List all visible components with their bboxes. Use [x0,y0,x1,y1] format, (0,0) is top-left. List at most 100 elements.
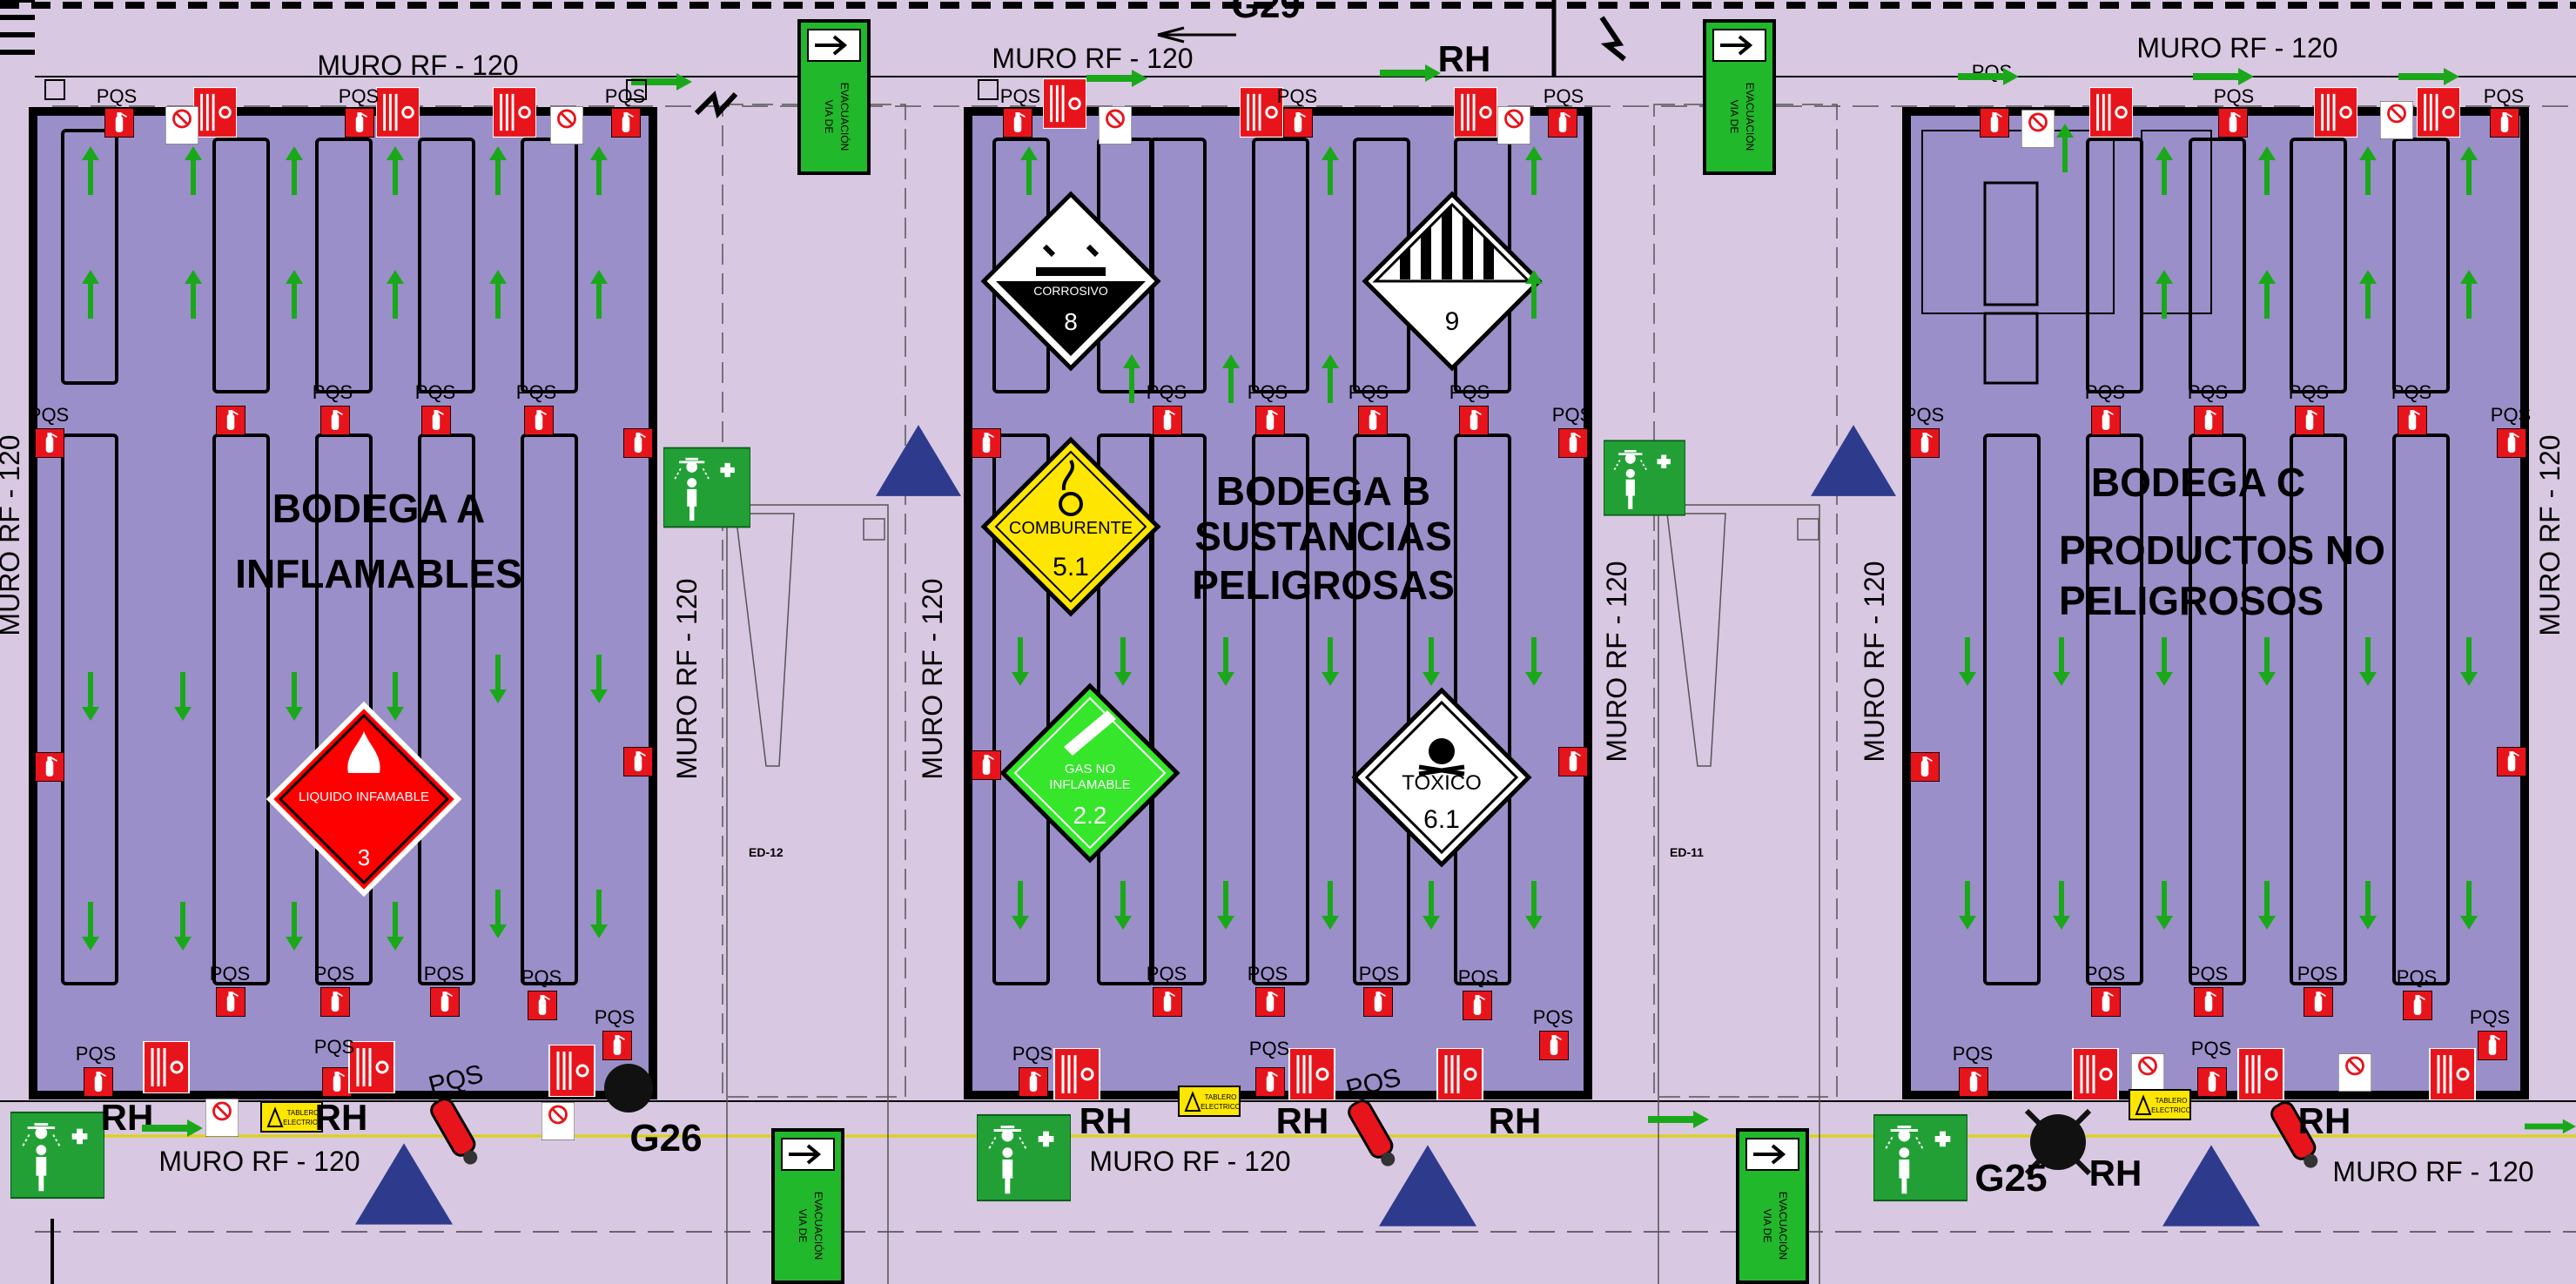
label-ed11: ED-11 [1670,845,1704,859]
no-smoking-icon [541,1102,575,1140]
electrical-panel-3: TABLERO ELECTRICO [2129,1089,2191,1120]
wall-label: MURO RF - 120 [0,434,25,635]
warning-icon [266,1106,284,1127]
label-pqs: PQS [2289,381,2329,403]
fire-hose-icon [1454,87,1497,138]
label-pqs: PQS [1349,381,1389,403]
label-pqs: PQS [1000,85,1040,107]
dock-outlines [726,504,1820,1284]
warehouse-c-title-line-1: BODEGA C [2091,460,2305,505]
warehouse-a [29,107,657,1099]
fire-extinguisher-icon [1153,987,1182,1017]
fire-extinguisher-icon [528,991,557,1020]
fire-hose-icon [2429,1048,2476,1100]
exit-sign-bottom-1: VIA DE EVACUACIÓN [771,1128,844,1284]
fire-extinguisher-icon [345,108,374,138]
hazard-number-toxico: 6.1 [1423,805,1460,834]
label-rh: RH [315,1097,368,1138]
emergency-shower-icon [10,1113,104,1198]
break-line-icon [1599,16,1626,62]
skull-icon [1429,738,1455,764]
label-rh: RH [1079,1100,1133,1141]
fire-extinguisher-icon [2304,987,2333,1017]
warehouse-b-title-line-2: SUSTANCIAS [1194,514,1452,559]
fire-extinguisher-icon [216,987,245,1017]
label-pqs: PQS [1147,381,1187,403]
test-tube-icon [1042,244,1100,258]
fire-hose-icon [1043,78,1086,129]
fire-hose-icon [2089,87,2133,138]
label-pqs: PQS [2188,381,2228,403]
exit-sign-text-1: VIA DE [797,1209,809,1243]
north-arrow-icon [1157,26,1236,44]
no-smoking-icon [550,106,583,145]
emergency-shower-icon [1873,1115,1967,1200]
label-pqs: PQS [2391,381,2431,403]
oxidizer-icon [1059,492,1083,516]
label-g26: G26 [629,1117,702,1160]
label-pqs: PQS [210,963,250,985]
panel-label-1: TABLERO [2156,1097,2188,1105]
fire-extinguisher-icon [1003,108,1032,138]
label-rh: RH [1489,1100,1542,1141]
emergency-shower-icon [977,1115,1071,1200]
label-rh: RH [1276,1100,1329,1141]
fire-extinguisher-icon [2218,108,2248,138]
wall-label: MURO RF - 120 [2136,32,2337,64]
panel-label-2: ELECTRICO [1201,1103,1241,1111]
wall-label: MURO RF - 120 [671,578,703,779]
fire-extinguisher-icon [104,108,134,138]
hazard-label-toxico: TOXICO [1402,771,1482,795]
exit-sign-top-1: VIA DE EVACUACIÓN [797,19,871,175]
exit-sign-text-2: EVACUACIÓN [812,1192,825,1260]
triangle-marker-icon [1811,425,1896,496]
label-pqs: PQS [1552,404,1592,426]
flame-icon [347,731,380,773]
fire-extinguisher-icon [1539,1031,1569,1060]
label-pqs: PQS [1533,1006,1573,1028]
label-pqs: PQS [1147,963,1187,985]
no-smoking-icon [205,1099,239,1137]
fire-extinguisher-icon [421,406,451,435]
fire-extinguisher-icon [623,428,653,458]
rh-labels: RH RH RH RH RH RH RH RH [101,38,2351,1193]
fire-extinguisher-icon [1980,108,2009,138]
hazard-label-comburente: COMBURENTE [1009,519,1133,538]
label-pqs: PQS [1249,1038,1289,1059]
fire-extinguisher-icon [84,1067,113,1097]
fire-extinguisher-icon [1255,1067,1285,1097]
fire-extinguisher-icon [2091,406,2121,435]
wall-label: MURO RF - 120 [1089,1146,1290,1177]
wall-label: MURO RF - 120 [1601,561,1632,762]
label-pqs: PQS [1248,381,1288,403]
label-pqs: PQS [1449,381,1490,403]
fire-extinguisher-icon [2194,987,2223,1017]
fire-extinguisher-icon [972,428,1001,458]
fire-extinguisher-icon [1910,752,1940,782]
arrow-right-icon [789,1144,822,1165]
arrow-right-icon [2398,68,2459,85]
no-smoking-icon [1099,106,1132,145]
label-pqs: PQS [76,1043,116,1065]
label-rh: RH [1438,38,1491,79]
fire-extinguisher-icon [2497,747,2526,776]
fire-extinguisher-icon [2091,987,2121,1017]
no-smoking-icon [1497,106,1530,145]
fire-extinguisher-icon [611,108,641,138]
fire-extinguisher-icon [1363,987,1393,1017]
warehouse-b-title-line-3: PELIGROSAS [1192,562,1455,608]
warehouse-a-title-line-1: BODEGA A [272,486,486,531]
label-pqs: PQS [1953,1043,1993,1065]
electrical-panel-1: TABLERO ELECTRICO [260,1101,323,1133]
fire-extinguisher-icon [35,428,64,458]
label-pqs: PQS [595,1006,635,1028]
exit-sign-text-2: EVACUACIÓN [838,83,851,151]
no-smoking-icon [2021,110,2055,148]
electrical-panel-2: TABLERO ELECTRICO [1178,1086,1241,1117]
fire-extinguisher-icon [1255,406,1285,435]
fire-extinguisher-icon [2403,991,2432,1020]
exit-sign-bottom-2: VIA DE EVACUACIÓN [1736,1128,1809,1284]
fire-extinguisher-icon [322,1067,352,1097]
fire-hose-icon [548,1045,595,1097]
